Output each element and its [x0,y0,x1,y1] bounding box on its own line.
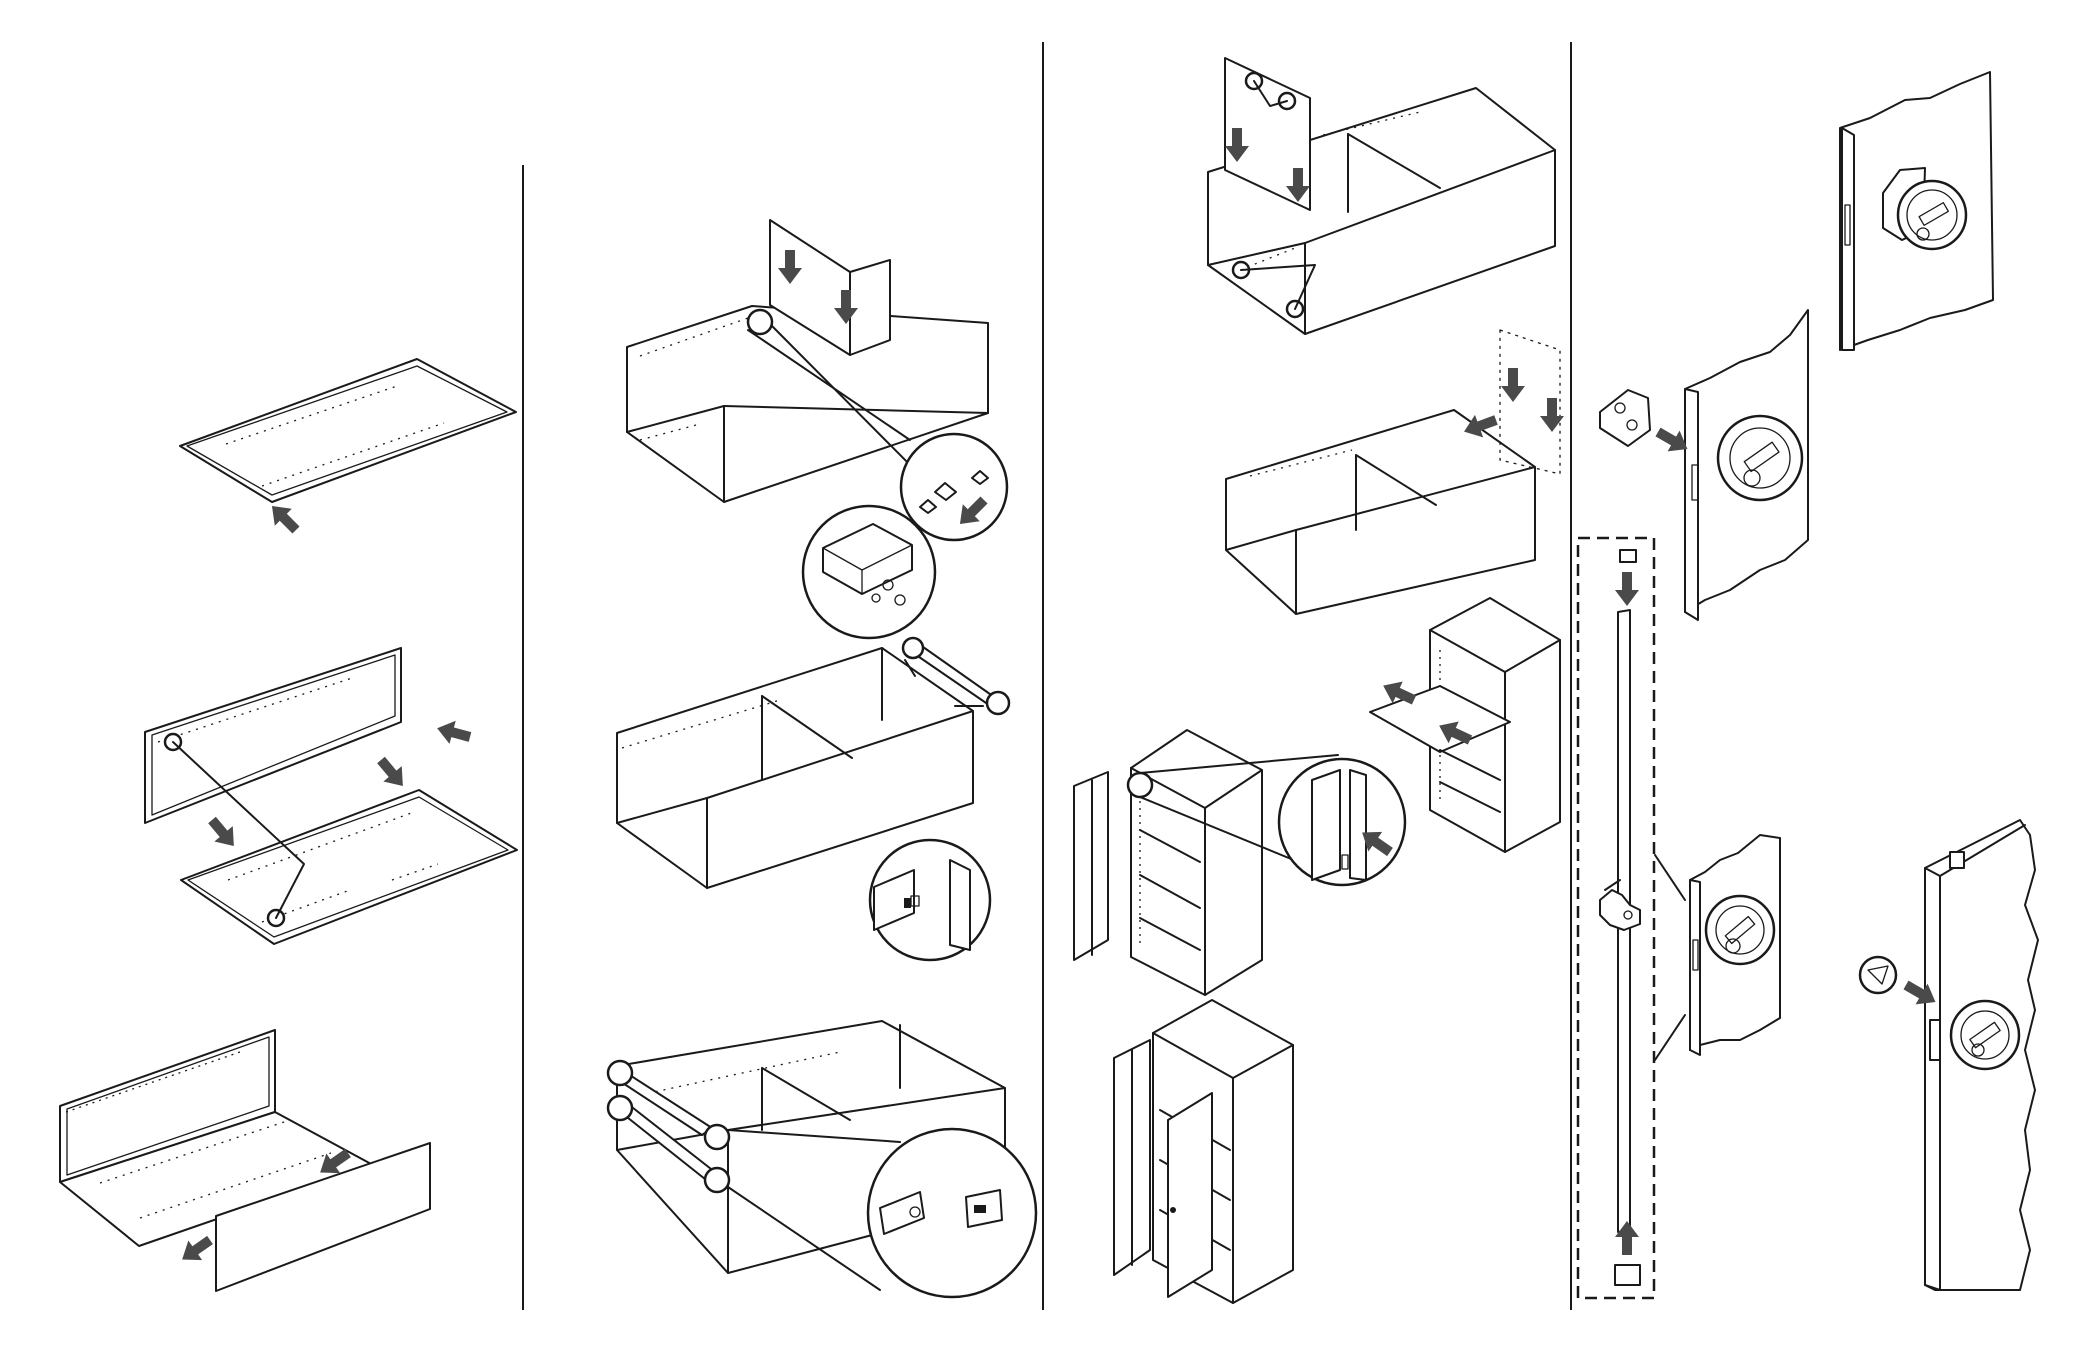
arrow-icon [1615,572,1639,606]
step-place-bottom-panel [180,359,516,538]
clip-icon [1620,550,1636,562]
lock-icon [1898,181,1966,249]
hole-callout-icon [987,692,1009,714]
step-hang-doors [1074,730,1405,995]
arrow-icon [372,752,412,793]
hole-callout-icon [1128,773,1152,797]
step-attach-top-rails [617,638,1009,960]
step-insert-divider-with-clips [627,220,1007,638]
hole-callout-icon [608,1061,632,1085]
step-complete-cabinet [1114,1000,1293,1303]
step-rod-to-lock-connection [1655,835,1780,1060]
step-lock-detail [1840,72,1993,350]
hole-callout-icon [748,310,772,334]
clip-icon [1615,1265,1640,1285]
hole-callout-icon [608,1096,632,1120]
clip-icon [1600,390,1650,446]
step-attach-back-panel [145,648,517,944]
hole-callout-icon [705,1125,729,1149]
detail-magnifier-icon [901,434,1007,540]
arrow-icon [1501,368,1525,402]
step-slide-on-side-panel [1226,330,1564,614]
hole-callout-icon [903,638,923,658]
detail-magnifier-icon [868,1129,1036,1297]
detail-magnifier-icon [870,840,990,960]
step-locking-rod [1578,538,1654,1298]
clip-icon [1860,957,1896,993]
step-attach-side-panel [60,1030,430,1291]
arrow-icon [175,1230,217,1269]
hole-callout-icon [705,1168,729,1192]
arrow-icon [203,812,243,853]
step-fasten-front-rails [608,1021,1036,1297]
arrow-icon [263,497,304,538]
arrow-icon [434,717,473,749]
detail-magnifier-icon [1279,759,1405,885]
step-attach-end-panel [1208,58,1555,334]
step-cam-on-door-edge [1860,820,2038,1290]
detail-magnifier-icon [803,506,935,638]
